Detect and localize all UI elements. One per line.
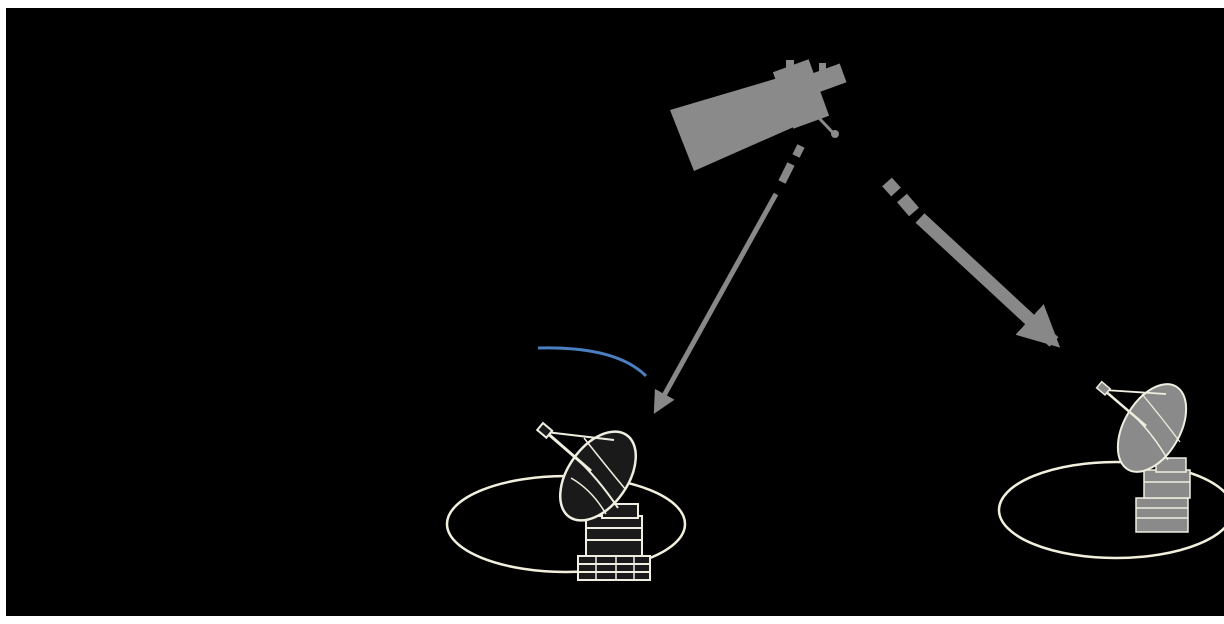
radio-dish-icon [1097, 372, 1201, 532]
radio-dish-icon [537, 418, 651, 580]
diagram-svg [6, 8, 1224, 616]
downlink-arrow-left [656, 146, 801, 410]
ground-station-left [447, 418, 685, 580]
satellite-icon [670, 59, 847, 171]
downlink-arrow-right [887, 182, 1054, 342]
ground-station-right [999, 372, 1224, 558]
diagram-canvas [6, 8, 1224, 616]
rotation-arc-icon [538, 348, 646, 376]
